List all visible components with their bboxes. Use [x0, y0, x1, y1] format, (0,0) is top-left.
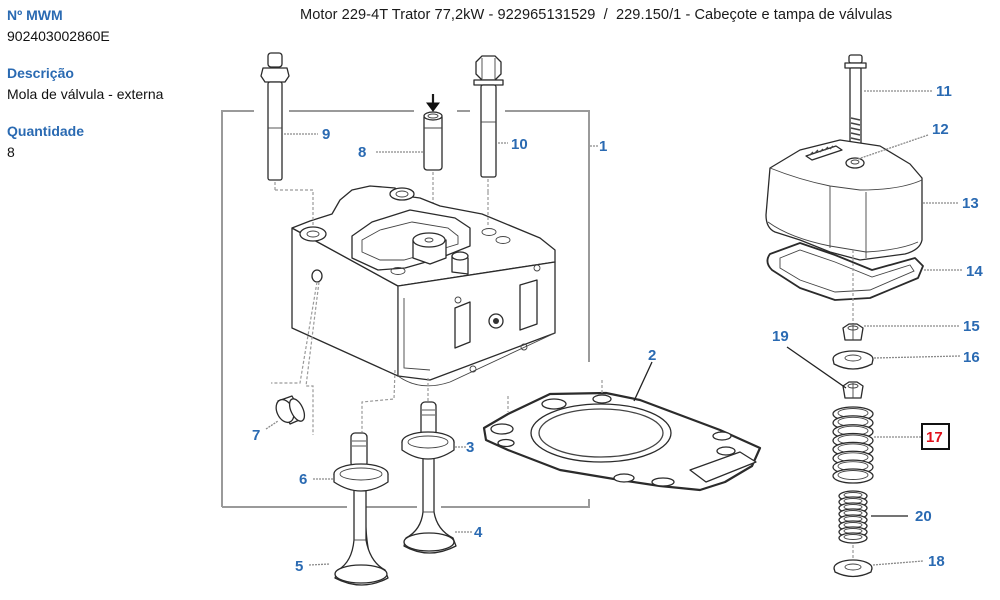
part-stud-bolt[interactable]: [260, 52, 290, 190]
part-intake-valve[interactable]: [403, 401, 457, 554]
frame-right-segment: [505, 110, 590, 362]
callout-9[interactable]: 9: [322, 126, 330, 143]
leader-16: [873, 355, 961, 359]
quantity-value: 8: [7, 144, 15, 160]
frame-top-left-segment: [221, 110, 254, 507]
guide-line-9: [275, 189, 314, 226]
guide-line-7a: [271, 281, 318, 384]
callout-18[interactable]: 18: [928, 553, 945, 570]
callout-13[interactable]: 13: [962, 195, 979, 212]
leader-7: [265, 420, 279, 430]
callout-6[interactable]: 6: [299, 471, 307, 488]
part-intake-seat-ring[interactable]: [401, 431, 455, 460]
guide-line-7b: [305, 281, 320, 435]
part-valve-cotter[interactable]: [842, 323, 864, 341]
callout-12[interactable]: 12: [932, 121, 949, 138]
leader-12: [857, 134, 929, 160]
part-head-gasket[interactable]: [482, 391, 762, 492]
callout-5[interactable]: 5: [295, 558, 303, 575]
part-outer-valve-spring[interactable]: [832, 406, 874, 484]
part-cylinder-head[interactable]: [291, 185, 556, 387]
callout-20[interactable]: 20: [915, 508, 932, 525]
part-info-panel: Nº MWM 902403002860E Descrição Mola de v…: [7, 6, 207, 180]
part-exhaust-valve[interactable]: [334, 432, 389, 586]
part-number-block: Nº MWM 902403002860E: [7, 6, 207, 45]
callout-19[interactable]: 19: [772, 328, 789, 345]
callout-15[interactable]: 15: [963, 318, 980, 335]
guide-line-5: [361, 369, 396, 432]
part-valve-rotator[interactable]: [842, 381, 864, 399]
callout-7[interactable]: 7: [252, 427, 260, 444]
part-number-value: 902403002860E: [7, 28, 110, 44]
part-exhaust-seat-ring[interactable]: [333, 463, 389, 492]
callout-4[interactable]: 4: [474, 524, 483, 541]
callout-1[interactable]: 1: [599, 138, 607, 155]
leader-18: [872, 560, 924, 566]
callout-10[interactable]: 10: [511, 136, 528, 153]
part-spring-retainer[interactable]: [832, 350, 874, 370]
callout-14[interactable]: 14: [966, 263, 983, 280]
part-plug[interactable]: [273, 395, 308, 425]
part-cover-bolt[interactable]: [844, 54, 867, 147]
description-label: Descrição: [7, 65, 74, 81]
part-cover-gasket[interactable]: [766, 242, 924, 301]
leader-5: [308, 563, 331, 566]
callout-11[interactable]: 11: [936, 83, 952, 100]
callout-16[interactable]: 16: [963, 349, 980, 366]
part-inner-valve-spring[interactable]: [838, 490, 868, 544]
callout-3[interactable]: 3: [466, 439, 474, 456]
callout-17[interactable]: 17: [926, 429, 943, 446]
description-block: Descrição Mola de válvula - externa: [7, 64, 207, 103]
callout-8[interactable]: 8: [358, 144, 366, 161]
part-number-label: Nº MWM: [7, 7, 63, 23]
page-title: Motor 229-4T Trator 77,2kW - 92296513152…: [300, 7, 893, 23]
description-value: Mola de válvula - externa: [7, 86, 164, 102]
quantity-block: Quantidade 8: [7, 122, 207, 161]
outer-spring-coil-inner: [837, 470, 869, 480]
outer-spring-coil: [832, 468, 874, 484]
part-valve-guide[interactable]: [423, 94, 443, 215]
frame-bottom-right-segment: [441, 499, 590, 508]
part-valve-cover[interactable]: [765, 139, 923, 261]
callout-2[interactable]: 2: [648, 347, 656, 364]
quantity-label: Quantidade: [7, 123, 85, 139]
leader-19: [786, 346, 847, 389]
leader-2: [633, 361, 653, 402]
callout-17-highlight-box[interactable]: [921, 423, 950, 450]
part-spring-seat-washer[interactable]: [833, 559, 873, 578]
part-head-bolt[interactable]: [473, 55, 504, 192]
inner-spring-coil-inner: [843, 534, 863, 540]
assembly-bracket-frame: [221, 110, 590, 508]
